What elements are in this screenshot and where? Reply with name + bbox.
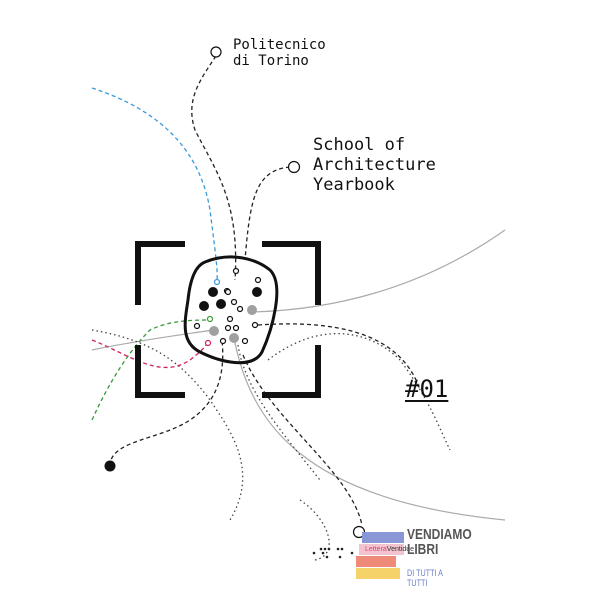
- filled-dot: [252, 287, 262, 297]
- institution-line-1: Politecnico: [233, 37, 326, 53]
- issue-number: #01: [405, 375, 449, 403]
- dashed-line: [242, 354, 363, 526]
- frame-corner: [262, 241, 321, 305]
- dotted-line: [91, 329, 244, 521]
- dashed-line: [191, 55, 237, 281]
- grey-line: [251, 229, 506, 313]
- institution-line-2: di Torino: [233, 53, 309, 70]
- title-line-1: School of: [313, 135, 406, 155]
- logo-bar-coral: [356, 556, 396, 567]
- dotted-line: [237, 344, 321, 481]
- braille-dots: [312, 547, 354, 559]
- grey-dot: [229, 333, 239, 343]
- frame-corner: [262, 345, 321, 398]
- logo-bar-yellow: [356, 568, 400, 579]
- dotted-line: [267, 332, 451, 451]
- brand-name: LetteraVentidue: [365, 546, 414, 553]
- tagline: DI TUTTI A TUTTI: [407, 568, 443, 588]
- green-dashed-line: [91, 319, 211, 421]
- frame-corner: [135, 241, 185, 305]
- dashed-line: [109, 339, 224, 467]
- filled-dot: [216, 299, 226, 309]
- dashed-line: [244, 166, 291, 261]
- blue-dashed-line: [91, 87, 218, 281]
- logo-bar-pink: [359, 544, 404, 555]
- slogan-line-1: VENDIAMO: [407, 526, 472, 543]
- title-line-2: Architecture: [313, 155, 436, 176]
- grey-dot: [247, 305, 257, 315]
- dotted-line: [299, 499, 330, 561]
- endpoint-circle: [210, 46, 222, 58]
- dashed-line: [257, 323, 421, 391]
- red-dashed-line: [91, 339, 208, 369]
- filled-dot: [104, 460, 116, 472]
- filled-dot: [208, 287, 218, 297]
- grey-dot: [209, 326, 219, 336]
- logo-bar-blue: [362, 532, 404, 543]
- slogan-line-2: LIBRI: [407, 541, 439, 558]
- title-line-3: Yearbook: [313, 175, 395, 196]
- frame-corner: [135, 345, 185, 398]
- brand-part-1: Lettera: [365, 546, 387, 553]
- central-blob: [183, 255, 279, 365]
- filled-dot: [199, 301, 209, 311]
- endpoint-circle: [287, 160, 301, 174]
- brand-part-2: Ventidue: [386, 546, 415, 553]
- grey-line: [233, 337, 506, 521]
